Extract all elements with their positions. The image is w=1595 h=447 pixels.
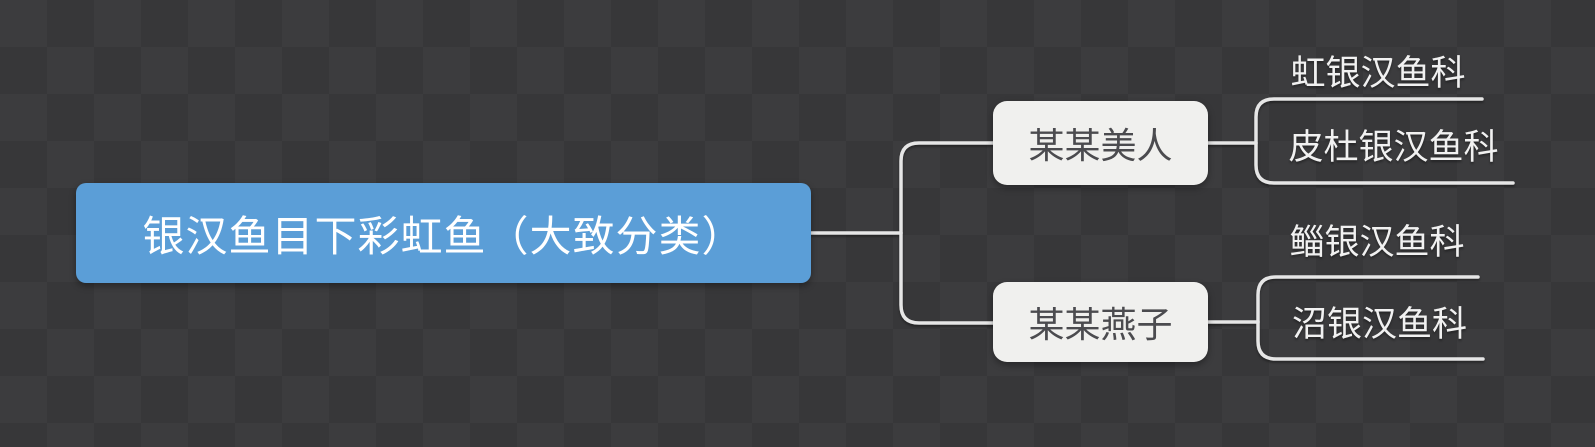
leaf-topic-zhaoyinhanyuke[interactable]: 沼银汉鱼科: [1291, 305, 1467, 345]
branch-topic-yanzi[interactable]: 某某燕子: [993, 282, 1208, 362]
branch-topic-label: 某某美人: [1028, 126, 1173, 167]
connector-branch2-bracket: [1256, 275, 1485, 361]
connector-branch1-bracket: [1254, 97, 1515, 185]
root-topic[interactable]: 银汉鱼目下彩虹鱼（大致分类）: [76, 183, 811, 283]
leaf-topic-piduyinhanyuke[interactable]: 皮杜银汉鱼科: [1288, 128, 1499, 168]
branch-topic-label: 某某燕子: [1028, 305, 1173, 346]
leaf-topic-hongyinhanyuke[interactable]: 虹银汉鱼科: [1290, 54, 1466, 94]
branch-topic-meiren[interactable]: 某某美人: [993, 101, 1208, 185]
leaf-topic-ziyinhanyuke[interactable]: 鲻银汉鱼科: [1289, 223, 1465, 263]
root-topic-label: 银汉鱼目下彩虹鱼（大致分类）: [142, 211, 745, 261]
connector-root-bracket: [899, 141, 995, 325]
